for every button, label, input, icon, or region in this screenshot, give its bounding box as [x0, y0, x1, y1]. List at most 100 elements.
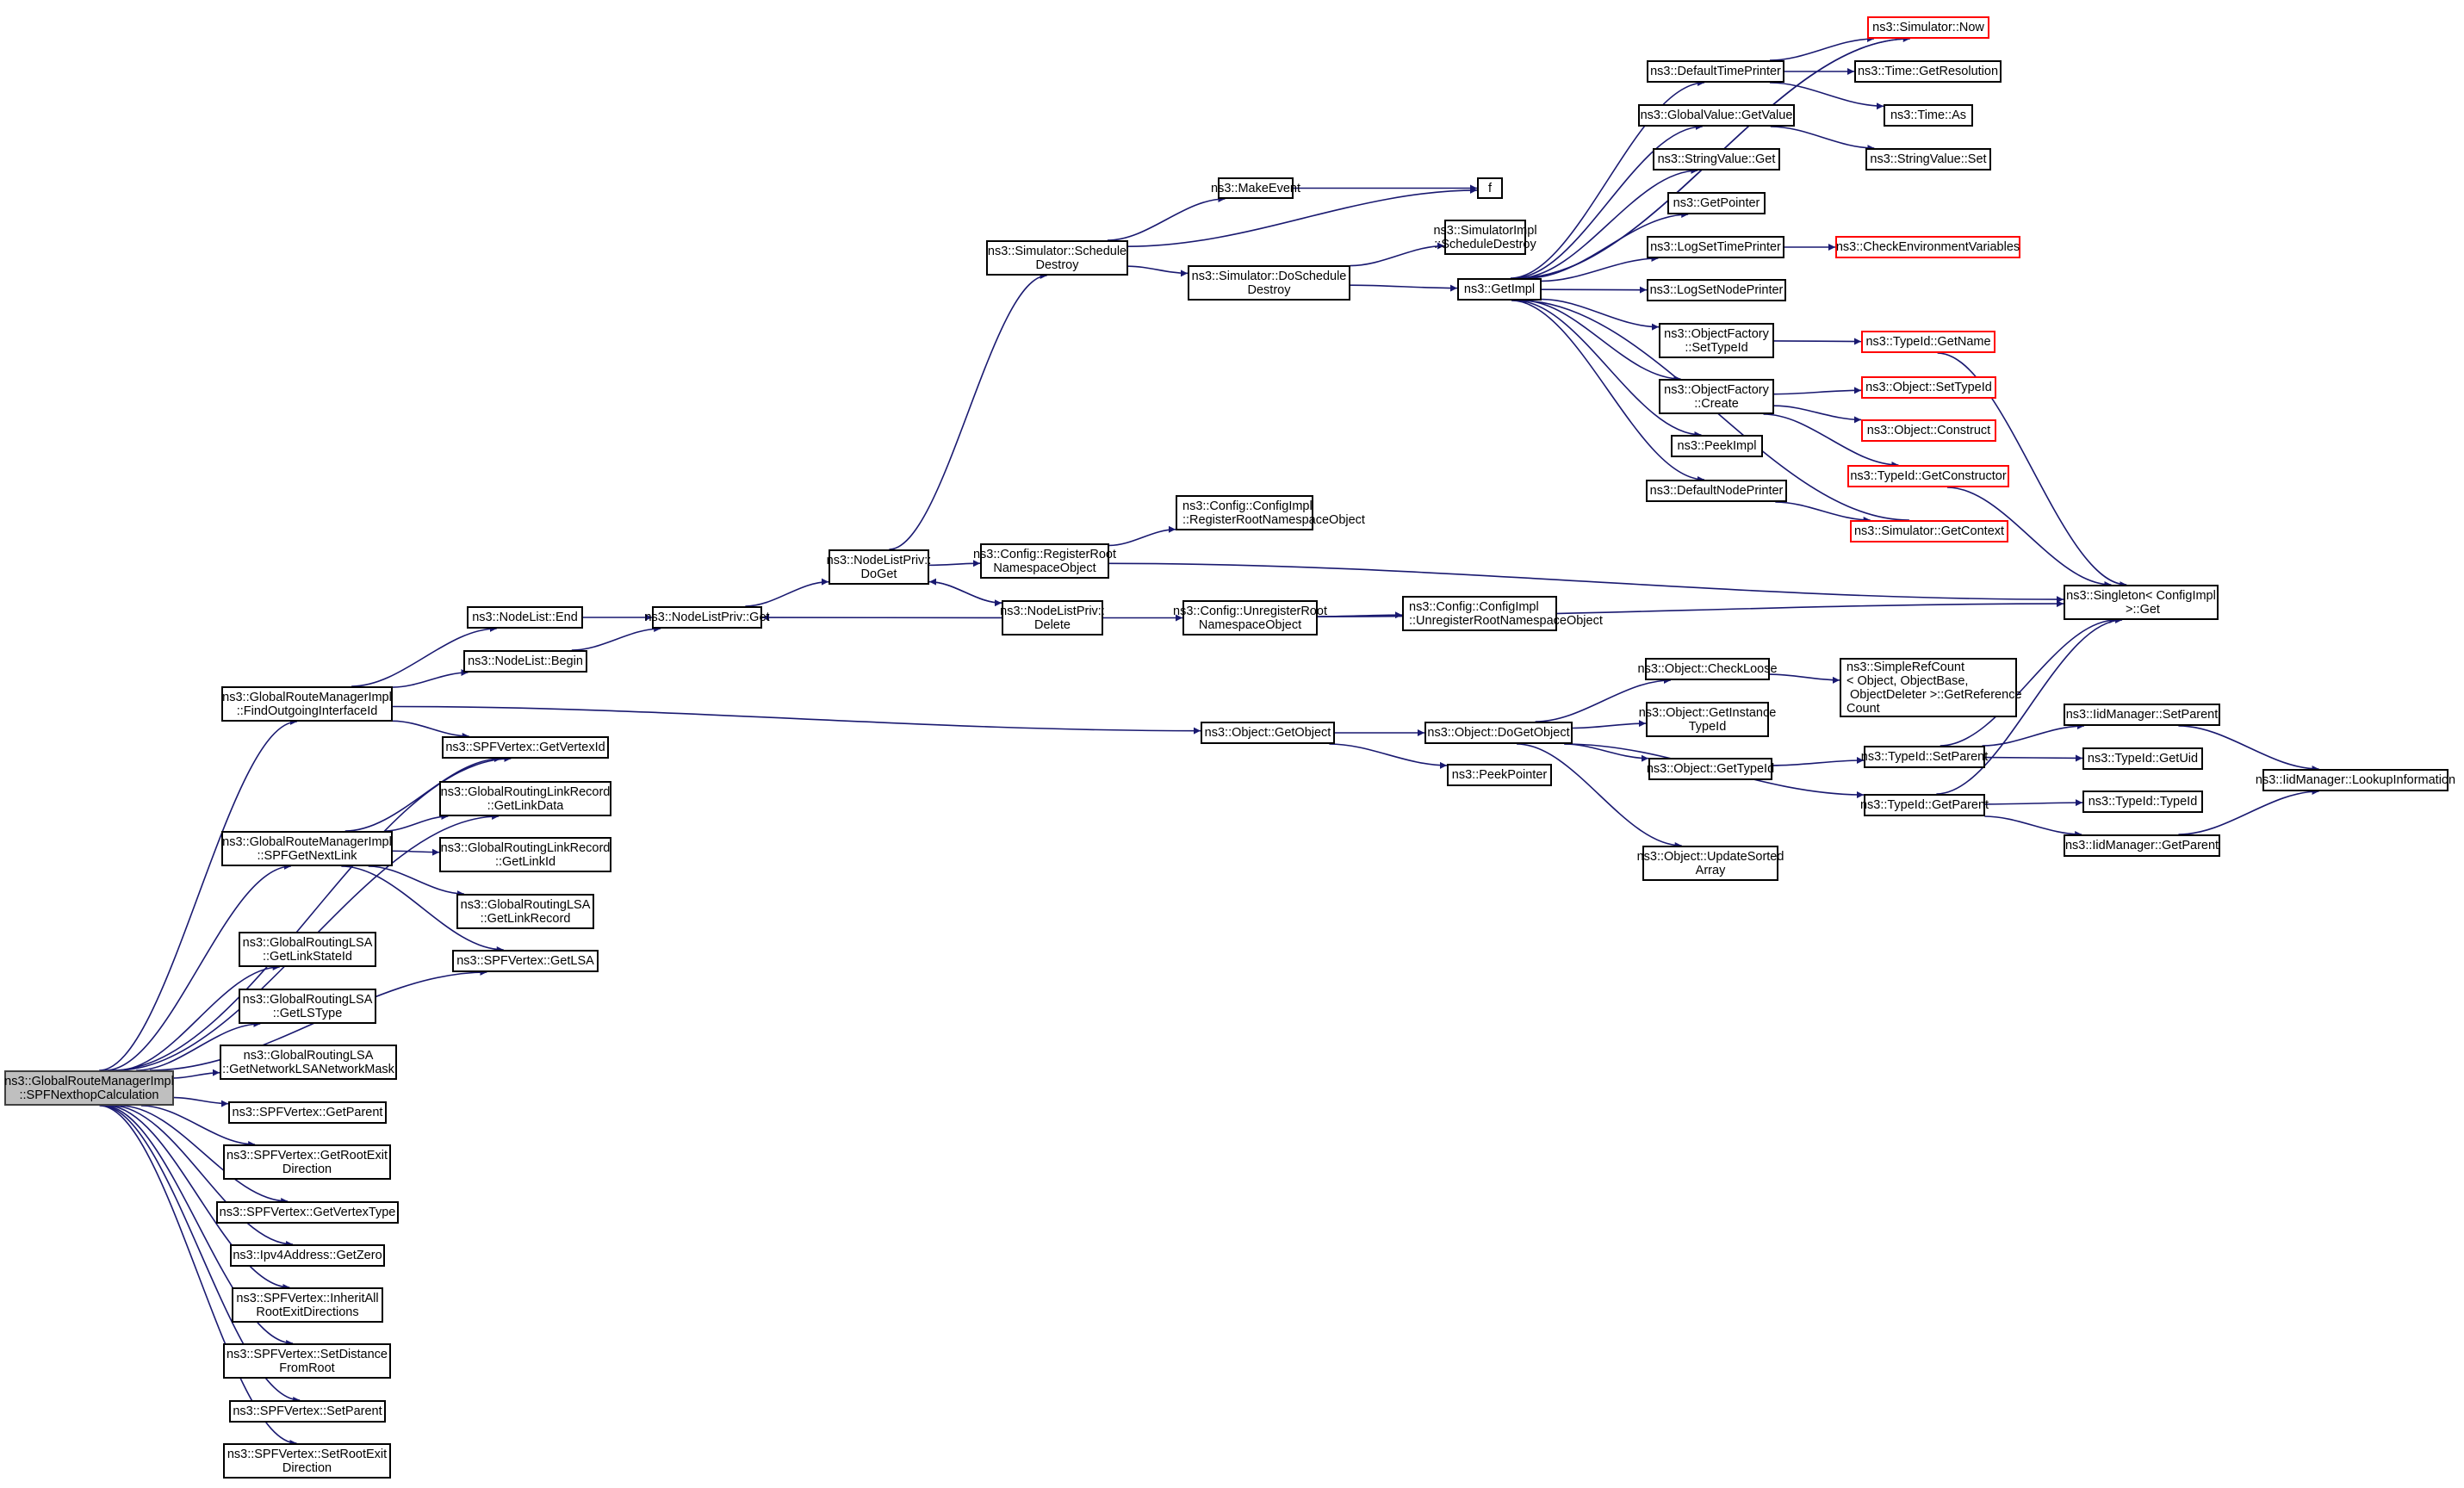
- graph-node-peek-pointer[interactable]: ns3::PeekPointer: [1447, 764, 1552, 786]
- graph-node-cfg-impl-register[interactable]: ns3::Config::ConfigImpl ::RegisterRootNa…: [1176, 495, 1365, 530]
- graph-node-get-link-state-id[interactable]: ns3::GlobalRoutingLSA ::GetLinkStateId: [239, 932, 376, 967]
- graph-node-sim-get-context[interactable]: ns3::Simulator::GetContext: [1850, 520, 2008, 542]
- graph-node-v-get-parent[interactable]: ns3::SPFVertex::GetParent: [228, 1101, 387, 1124]
- graph-node-get-l-s-type[interactable]: ns3::GlobalRoutingLSA ::GetLSType: [239, 989, 376, 1024]
- graph-node-spf-get-next-link[interactable]: ns3::GlobalRouteManagerImpl ::SPFGetNext…: [221, 831, 393, 866]
- graph-node-simple-ref-count[interactable]: ns3::SimpleRefCount < Object, ObjectBase…: [1840, 658, 2022, 717]
- graph-node-obj-update-sorted[interactable]: ns3::Object::UpdateSorted Array: [1637, 846, 1784, 881]
- graph-node-label: ns3::GlobalRoutingLSA ::GetLSType: [242, 992, 373, 1020]
- graph-edge-simSchedDestroy-to-f: [1127, 186, 1478, 248]
- graph-node-obj-get-inst-tid[interactable]: ns3::Object::GetInstance TypeId: [1639, 702, 1776, 737]
- graph-node-tid-get-ctor[interactable]: ns3::TypeId::GetConstructor: [1847, 465, 2009, 487]
- graph-node-get-net-mask[interactable]: ns3::GlobalRoutingLSA ::GetNetworkLSANet…: [220, 1045, 397, 1080]
- graph-node-label: ns3::SPFVertex::GetRootExit Direction: [227, 1148, 388, 1176]
- graph-node-lr-get-link-id[interactable]: ns3::GlobalRoutingLinkRecord ::GetLinkId: [439, 837, 611, 872]
- graph-edge-objDoGetObject-to-objGetInstTid: [1572, 720, 1647, 729]
- graph-node-time-as[interactable]: ns3::Time::As: [1884, 104, 1973, 127]
- graph-node-sv-get[interactable]: ns3::StringValue::Get: [1653, 148, 1780, 170]
- graph-node-ipv4-get-zero[interactable]: ns3::Ipv4Address::GetZero: [230, 1244, 385, 1267]
- graph-node-v-get-vertex-id[interactable]: ns3::SPFVertex::GetVertexId: [442, 736, 609, 759]
- graph-node-sim-impl-sched-destroy[interactable]: ns3::SimulatorImpl ::ScheduleDestroy: [1433, 220, 1537, 255]
- graph-node-get-impl[interactable]: ns3::GetImpl: [1457, 278, 1542, 301]
- graph-node-cfg-impl-unregister[interactable]: ns3::Config::ConfigImpl ::UnregisterRoot…: [1402, 596, 1603, 631]
- graph-edge-spfGetNextLink-to-lrGetLinkId: [392, 848, 440, 856]
- graph-node-label: ns3::TypeId::GetConstructor: [1850, 469, 2007, 483]
- graph-node-label: ns3::StringValue::Get: [1657, 152, 1776, 166]
- graph-node-def-node-printer[interactable]: ns3::DefaultNodePrinter: [1646, 480, 1787, 502]
- graph-node-tid-get-uid[interactable]: ns3::TypeId::GetUid: [2082, 747, 2203, 770]
- graph-node-obj-get-type-id[interactable]: ns3::Object::GetTypeId: [1647, 758, 1774, 780]
- graph-node-obj-set-type-id[interactable]: ns3::Object::SetTypeId: [1861, 376, 1996, 399]
- graph-node-v-set-distance[interactable]: ns3::SPFVertex::SetDistance FromRoot: [223, 1343, 391, 1379]
- graph-node-find-out-if[interactable]: ns3::GlobalRouteManagerImpl ::FindOutgoi…: [221, 686, 393, 722]
- graph-node-nl-end[interactable]: ns3::NodeList::End: [467, 606, 583, 629]
- graph-edge-defNodePrinter-to-simGetContext: [1775, 501, 1871, 524]
- graph-node-nlp-delete[interactable]: ns3::NodeListPriv:: Delete: [1000, 600, 1105, 636]
- graph-node-obj-do-get-object[interactable]: ns3::Object::DoGetObject: [1424, 722, 1573, 744]
- graph-node-def-time-printer[interactable]: ns3::DefaultTimePrinter: [1647, 60, 1784, 83]
- graph-node-lr-get-link-data[interactable]: ns3::GlobalRoutingLinkRecord ::GetLinkDa…: [439, 781, 611, 816]
- graph-node-log-set-node-printer[interactable]: ns3::LogSetNodePrinter: [1647, 279, 1786, 301]
- graph-node-label: ns3::GlobalRouteManagerImpl ::SPFNexthop…: [4, 1074, 174, 1102]
- graph-node-label: ns3::Singleton< ConfigImpl >::Get: [2066, 588, 2216, 617]
- graph-node-peek-impl[interactable]: ns3::PeekImpl: [1671, 435, 1763, 457]
- graph-edge-defTimePrinter-to-timeAs: [1769, 82, 1884, 110]
- graph-node-log-set-time-printer[interactable]: ns3::LogSetTimePrinter: [1647, 236, 1784, 258]
- graph-node-label: ns3::TypeId::SetParent: [1860, 750, 1989, 764]
- graph-node-cfg-register[interactable]: ns3::Config::RegisterRoot NamespaceObjec…: [973, 543, 1116, 579]
- graph-node-tid-type-id[interactable]: ns3::TypeId::TypeId: [2082, 790, 2203, 813]
- graph-node-cfg-unregister[interactable]: ns3::Config::UnregisterRoot NamespaceObj…: [1173, 600, 1327, 636]
- graph-node-make-event[interactable]: ns3::MakeEvent: [1211, 177, 1300, 199]
- graph-node-of-create[interactable]: ns3::ObjectFactory ::Create: [1659, 379, 1774, 414]
- graph-node-label: ns3::ObjectFactory ::Create: [1664, 382, 1769, 411]
- graph-edge-getImpl-to-svGet: [1518, 167, 1698, 279]
- graph-node-v-set-parent[interactable]: ns3::SPFVertex::SetParent: [229, 1400, 386, 1423]
- graph-node-sim-now[interactable]: ns3::Simulator::Now: [1867, 16, 1989, 39]
- graph-edge-root-to-spfGetNextLink: [105, 863, 291, 1071]
- graph-node-obj-check-loose[interactable]: ns3::Object::CheckLoose: [1638, 658, 1778, 680]
- graph-node-label: ns3::NodeListPriv:: DoGet: [826, 553, 932, 581]
- graph-node-label: ns3::DefaultNodePrinter: [1649, 484, 1784, 498]
- graph-node-label: ns3::IidManager::LookupInformation: [2255, 773, 2456, 787]
- graph-node-obj-get-object[interactable]: ns3::Object::GetObject: [1201, 722, 1335, 744]
- graph-node-lsa-get-link-record[interactable]: ns3::GlobalRoutingLSA ::GetLinkRecord: [456, 894, 594, 929]
- graph-node-label: ns3::Object::GetObject: [1204, 726, 1331, 740]
- graph-node-label: ns3::GlobalRouteManagerImpl ::FindOutgoi…: [222, 690, 392, 718]
- graph-node-check-env[interactable]: ns3::CheckEnvironmentVariables: [1835, 236, 2020, 258]
- graph-node-nl-begin[interactable]: ns3::NodeList::Begin: [463, 650, 587, 673]
- graph-node-sim-sched-destroy[interactable]: ns3::Simulator::Schedule Destroy: [986, 240, 1128, 276]
- graph-node-label: ns3::Config::ConfigImpl ::UnregisterRoot…: [1409, 599, 1603, 628]
- graph-edge-defTimePrinter-to-simNow: [1769, 35, 1875, 61]
- graph-node-get-pointer[interactable]: ns3::GetPointer: [1667, 192, 1766, 214]
- graph-node-v-get-root-exit[interactable]: ns3::SPFVertex::GetRootExit Direction: [223, 1144, 391, 1180]
- graph-node-singleton-get[interactable]: ns3::Singleton< ConfigImpl >::Get: [2064, 585, 2219, 620]
- graph-node-nlp-get[interactable]: ns3::NodeListPriv::Get: [644, 606, 770, 629]
- graph-edge-ofSetTypeId-to-tidGetName: [1773, 338, 1862, 345]
- graph-node-tid-get-parent[interactable]: ns3::TypeId::GetParent: [1860, 794, 1989, 816]
- graph-edge-objDoGetObject-to-objGetTypeId: [1564, 743, 1649, 762]
- graph-node-f[interactable]: f: [1477, 177, 1503, 199]
- graph-edge-tidGetParent-to-tidTypeId: [1984, 799, 2083, 807]
- graph-node-v-get-l-s-a[interactable]: ns3::SPFVertex::GetLSA: [452, 950, 599, 972]
- graph-node-label: ns3::GlobalRoutingLSA ::GetNetworkLSANet…: [222, 1048, 394, 1076]
- graph-node-sv-set[interactable]: ns3::StringValue::Set: [1865, 148, 1991, 170]
- graph-node-time-get-res[interactable]: ns3::Time::GetResolution: [1854, 60, 2002, 83]
- graph-node-sim-do-sched-destroy[interactable]: ns3::Simulator::DoSchedule Destroy: [1188, 265, 1350, 301]
- graph-node-nlp-do-get[interactable]: ns3::NodeListPriv:: DoGet: [826, 549, 932, 585]
- graph-node-tid-set-parent[interactable]: ns3::TypeId::SetParent: [1861, 746, 1988, 768]
- graph-node-iid-get-parent[interactable]: ns3::IidManager::GetParent: [2064, 834, 2220, 857]
- graph-node-v-inherit-all[interactable]: ns3::SPFVertex::InheritAll RootExitDirec…: [232, 1287, 383, 1323]
- graph-node-tid-get-name[interactable]: ns3::TypeId::GetName: [1861, 331, 1995, 353]
- graph-edge-spfGetNextLink-to-lrGetLinkData: [384, 813, 449, 832]
- graph-node-iid-lookup[interactable]: ns3::IidManager::LookupInformation: [2256, 769, 2455, 791]
- graph-node-v-get-vertex-type[interactable]: ns3::SPFVertex::GetVertexType: [216, 1201, 399, 1224]
- graph-node-of-set-type-id[interactable]: ns3::ObjectFactory ::SetTypeId: [1659, 323, 1774, 358]
- graph-node-label: ns3::IidManager::SetParent: [2065, 708, 2219, 722]
- graph-node-iid-set-parent[interactable]: ns3::IidManager::SetParent: [2064, 704, 2220, 726]
- graph-node-obj-construct[interactable]: ns3::Object::Construct: [1861, 419, 1996, 442]
- graph-node-label: ns3::TypeId::GetParent: [1859, 798, 1989, 812]
- graph-edge-tidGetParent-to-iidGetParent: [1984, 815, 2082, 838]
- graph-node-v-set-root-exit[interactable]: ns3::SPFVertex::SetRootExit Direction: [223, 1443, 391, 1479]
- graph-node-gv-get-value[interactable]: ns3::GlobalValue::GetValue: [1638, 104, 1795, 127]
